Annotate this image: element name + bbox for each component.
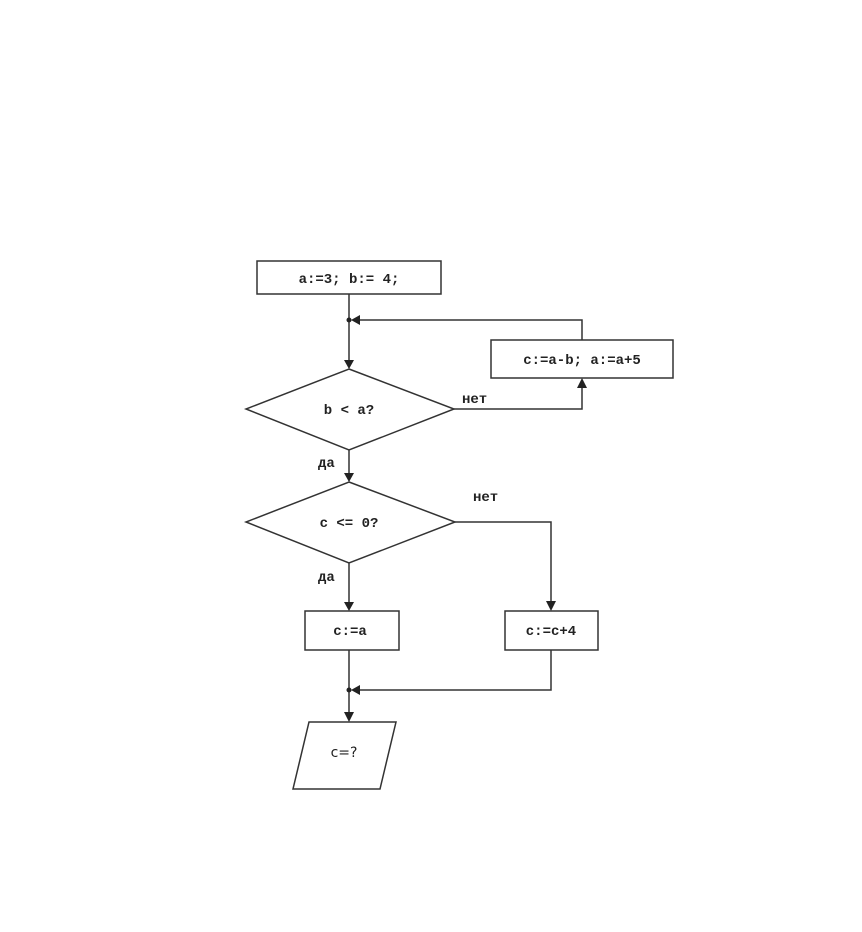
condition2-text: c <= 0? <box>320 516 379 532</box>
output-text: c=? <box>331 745 358 761</box>
loop-body-text: c:=a-b; a:=a+5 <box>523 353 641 369</box>
condition1-yes-label: да <box>318 456 335 472</box>
arrowhead <box>577 378 587 388</box>
arrowhead <box>351 685 360 695</box>
arrowhead <box>351 315 360 325</box>
arrowhead <box>344 712 354 722</box>
junction-dot <box>346 687 352 693</box>
condition1-text: b < a? <box>324 403 374 419</box>
assign-no-block: c:=c+4 <box>504 610 599 651</box>
condition1-no-line <box>454 386 583 410</box>
arrowhead <box>546 601 556 611</box>
condition2-no-label: нет <box>473 490 498 506</box>
condition2-yes-label: да <box>318 570 335 586</box>
loop-body-block: c:=a-b; a:=a+5 <box>490 339 674 379</box>
arrowhead <box>344 360 354 369</box>
start-block: a:=3; b:= 4; <box>256 260 442 295</box>
condition2-diamond: c <= 0? <box>243 481 458 564</box>
loop-back-line <box>357 319 583 340</box>
merge-line-right <box>357 650 552 691</box>
start-block-text: a:=3; b:= 4; <box>299 272 400 288</box>
connectors <box>344 294 587 722</box>
junction-dot <box>346 317 352 323</box>
arrowhead <box>344 602 354 611</box>
assign-yes-block: c:=a <box>304 610 400 651</box>
assign-yes-text: c:=a <box>333 624 367 640</box>
arrowhead <box>344 473 354 482</box>
output-block: c=? <box>292 721 397 790</box>
condition1-no-label: нет <box>462 392 487 408</box>
assign-no-text: c:=c+4 <box>526 624 576 640</box>
condition1-diamond: b < a? <box>243 368 457 451</box>
condition2-no-line <box>455 521 552 602</box>
